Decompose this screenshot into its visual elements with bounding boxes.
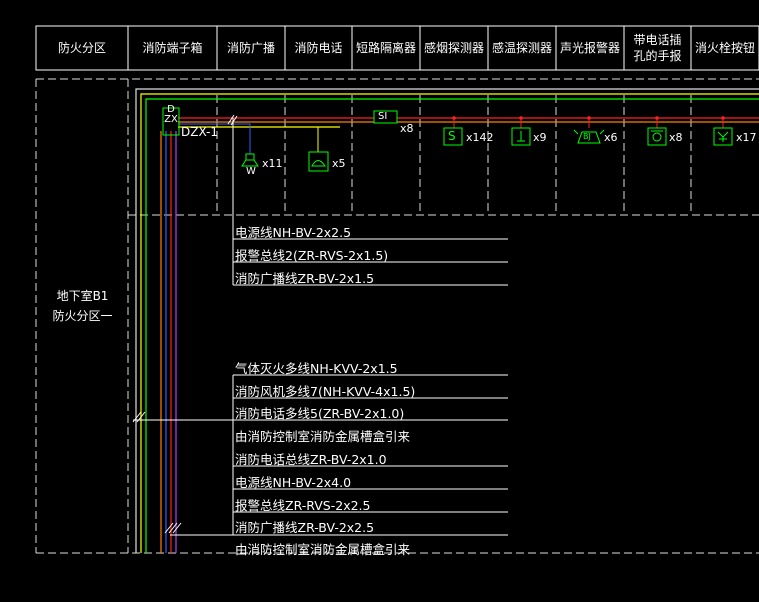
- cable-label-lower-4: 由消防控制室消防金属槽盒引来: [235, 429, 411, 444]
- smoke-detector-icon: [443, 127, 463, 146]
- header-terminal-box: 消防端子箱: [142, 41, 203, 55]
- cable-label-lower-7: 报警总线ZR-RVS-2x2.5: [235, 498, 371, 513]
- branch-lines: [178, 118, 724, 285]
- fire-phone-icon: [308, 151, 329, 172]
- cable-label-upper-1: 电源线NH-BV-2x2.5: [235, 225, 352, 240]
- heat-detector-count: x9: [533, 131, 547, 144]
- fire-phone-count: x5: [332, 157, 346, 170]
- header-isolator: 短路隔离器: [355, 41, 416, 55]
- isolator-symbol-text: SI: [378, 111, 388, 122]
- isolator-symbol: [373, 110, 398, 124]
- sounder-icon: [573, 129, 605, 144]
- zone-label-line2: 防火分区一: [52, 309, 113, 323]
- terminal-box-symbol-text: DZX: [164, 104, 178, 125]
- speaker-icon: [241, 153, 259, 167]
- hydrant-button-count: x17: [736, 131, 757, 144]
- bus-lines: [135, 88, 759, 553]
- cable-label-lower-1: 气体灭火多线NH-KVV-2x1.5: [235, 361, 398, 376]
- speaker-symbol-text: W: [246, 166, 256, 177]
- header-hydrant: 消火栓按钮: [694, 41, 755, 55]
- cable-label-lower-6: 电源线NH-BV-2x4.0: [235, 475, 352, 490]
- header-smoke: 感烟探测器: [423, 41, 484, 55]
- cable-tick-marks: [132, 114, 238, 534]
- dashed-frame: [35, 78, 759, 554]
- cable-leader-lines: [133, 238, 508, 536]
- smoke-detector-count: x142: [466, 131, 494, 144]
- heat-detector-icon: [511, 127, 531, 146]
- cable-label-lower-5: 消防电话总线ZR-BV-2x1.0: [235, 452, 387, 467]
- header-manual-alarm-line1: 带电话插: [633, 33, 682, 47]
- terminal-box-symbol: [162, 107, 180, 136]
- smoke-detector-symbol-text: S: [448, 129, 456, 143]
- header-manual-alarm: 带电话插 孔的手报: [624, 26, 691, 70]
- terminal-box-label: DZX-1: [181, 125, 219, 139]
- manual-alarm-count: x8: [669, 131, 683, 144]
- zone-label: 地下室B1 防火分区一: [40, 286, 125, 326]
- header-heat: 感温探测器: [491, 41, 552, 55]
- isolator-count: x8: [400, 122, 414, 135]
- sounder-count: x6: [604, 131, 618, 144]
- cable-label-lower-9: 由消防控制室消防金属槽盒引来: [235, 542, 411, 557]
- header-broadcast: 消防广播: [226, 41, 275, 55]
- header-table: [35, 25, 759, 71]
- hydrant-button-icon: [713, 127, 733, 146]
- header-phone: 消防电话: [294, 41, 343, 55]
- branch-dots: [452, 116, 725, 120]
- header-manual-alarm-line2: 孔的手报: [633, 49, 682, 63]
- manual-alarm-phone-icon: [647, 127, 667, 146]
- cable-label-lower-8: 消防广播线ZR-BV-2x2.5: [235, 520, 375, 535]
- header-zone: 防火分区: [57, 41, 106, 55]
- cable-label-lower-2: 消防风机多线7(NH-KVV-4x1.5): [235, 384, 416, 399]
- zone-label-line1: 地下室B1: [56, 289, 109, 303]
- sounder-symbol-text: BJ: [583, 132, 591, 141]
- header-sounder: 声光报警器: [559, 41, 620, 55]
- cable-label-lower-3: 消防电话多线5(ZR-BV-2x1.0): [235, 406, 405, 421]
- speaker-count: x11: [262, 157, 283, 170]
- cable-label-upper-3: 消防广播线ZR-BV-2x1.5: [235, 271, 375, 286]
- cable-label-upper-2: 报警总线2(ZR-RVS-2x1.5): [235, 248, 389, 263]
